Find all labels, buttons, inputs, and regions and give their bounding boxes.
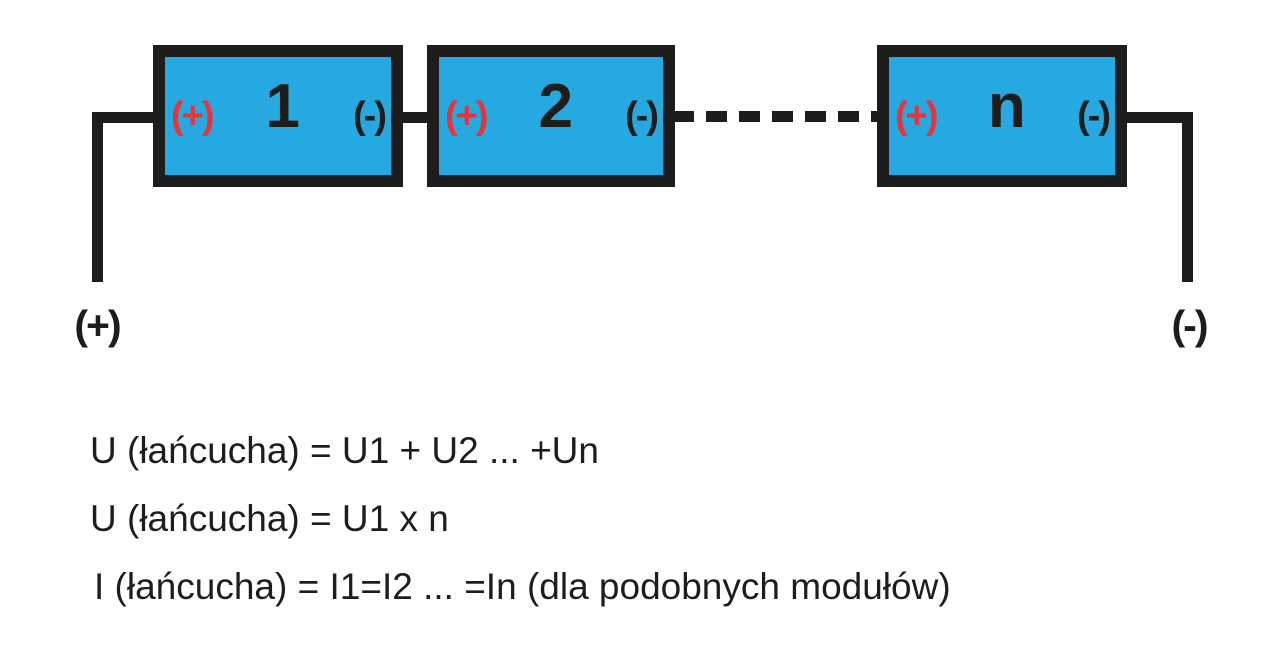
chain-positive-terminal-label: (+) [74, 302, 121, 348]
wire-right-horizontal [1123, 112, 1193, 123]
module-box-n: (+) n (-) [877, 45, 1127, 187]
formula-current-equality: I (łańcucha) = I1=I2 ... =In (dla podobn… [94, 566, 951, 607]
module-n-negative-terminal-label: (-) [1077, 95, 1111, 137]
formula-voltage-sum: U (łańcucha) = U1 + U2 ... +Un [90, 430, 599, 471]
module-n-positive-terminal-label: (+) [895, 95, 938, 137]
module-2-positive-terminal-label: (+) [445, 95, 488, 137]
wire-left-horizontal [92, 112, 153, 123]
module-box-2: (+) 2 (-) [427, 45, 675, 187]
wire-module1-module2 [399, 112, 431, 123]
module-1-number: 1 [265, 72, 300, 141]
module-2-negative-terminal-label: (-) [625, 95, 659, 137]
wire-dashed-continuation [673, 111, 879, 122]
formula-voltage-times-n: U (łańcucha) = U1 x n [90, 498, 449, 539]
chain-negative-terminal-label: (-) [1171, 302, 1209, 348]
module-box-1: (+) 1 (-) [153, 45, 403, 187]
wire-right-vertical [1182, 112, 1193, 282]
module-n-number: n [987, 72, 1026, 141]
module-1-positive-terminal-label: (+) [171, 95, 214, 137]
wire-left-vertical [92, 112, 103, 282]
module-2-number: 2 [538, 72, 573, 141]
module-1-negative-terminal-label: (-) [353, 95, 387, 137]
